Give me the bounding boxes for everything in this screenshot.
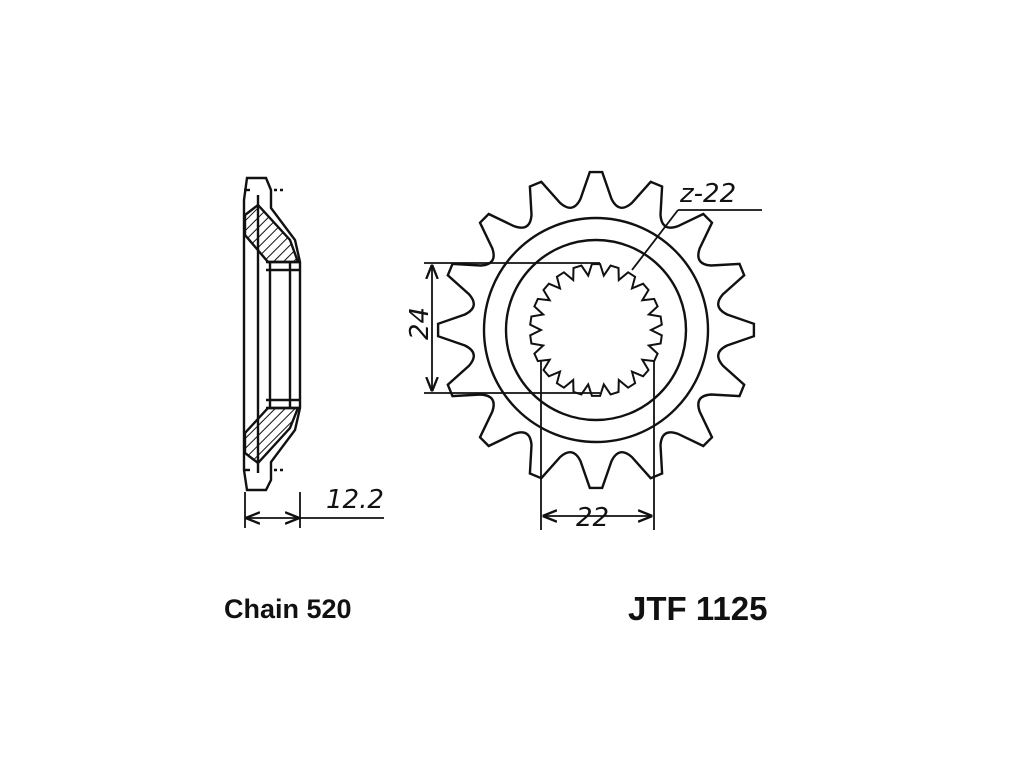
- bore-height-dimension: [424, 262, 600, 394]
- spline-count-leader: [631, 209, 762, 271]
- spline-count-label: z-22: [679, 179, 736, 209]
- bore-height-label: 24: [405, 307, 435, 340]
- thickness-label: 12.2: [326, 485, 384, 515]
- thickness-dimension: [244, 492, 384, 528]
- side-view-hatch-top: [243, 203, 300, 264]
- front-view: [436, 170, 756, 490]
- side-view-hatch-bottom: [243, 406, 300, 465]
- side-view-outline: [242, 176, 302, 492]
- sprocket-outer-teeth: [436, 170, 756, 490]
- bore-width-label: 22: [576, 503, 609, 533]
- chain-size-label: Chain 520: [224, 594, 352, 624]
- side-view: [242, 176, 302, 492]
- part-number-label: JTF 1125: [628, 590, 768, 627]
- spline-leader-line: [631, 209, 679, 271]
- bore-width-dimension: [540, 360, 655, 530]
- spline-bore: [529, 263, 663, 397]
- sprocket-hub-ring: [504, 238, 688, 422]
- sprocket-outer-ring: [482, 216, 710, 444]
